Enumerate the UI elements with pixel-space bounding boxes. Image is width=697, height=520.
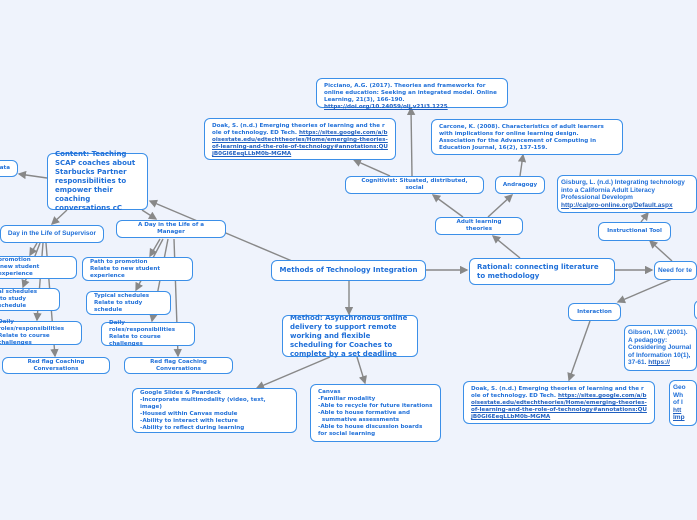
reference-text: Picciano, A.G. (2017). Theories and fram… xyxy=(324,83,497,103)
rational-node[interactable]: Rational: connecting literature to metho… xyxy=(469,258,615,285)
picciano-reference[interactable]: Picciano, A.G. (2017). Theories and fram… xyxy=(316,78,508,110)
google-line: -Ability to interact with lecture xyxy=(140,417,238,424)
reference-link[interactable]: https://doi.org/10.24059/olj.v21i3.1225 xyxy=(324,104,448,110)
central-topic-label: Methods of Technology Integration xyxy=(279,266,418,274)
google-line: -Housed within Canvas module xyxy=(140,410,238,417)
geo-line: Geo xyxy=(673,384,686,391)
canvas-line: -Familiar modality xyxy=(318,395,376,402)
interaction-label: Interaction xyxy=(577,308,612,315)
supervisor-node[interactable]: Day in the Life of Supervisor xyxy=(0,225,104,243)
method-node[interactable]: Method: Asynchronous online delivery to … xyxy=(282,313,418,358)
supervisor-child-roles[interactable]: Daily roles/responsibilities Relate to c… xyxy=(0,319,82,346)
cognitivist-label: Cognitivist: Situated, distributed, soci… xyxy=(361,178,468,191)
carcone-reference[interactable]: Carcone, K. (2008). Characteristics of a… xyxy=(431,119,623,155)
reference-text: Doak, S. (n.d.) Emerging theories of lea… xyxy=(471,386,644,399)
geo-line: Wh xyxy=(673,391,684,399)
interaction-node[interactable]: Interaction xyxy=(568,303,621,321)
child-label: Typical schedules Relate to study schedu… xyxy=(94,292,150,313)
manager-label: A Day in the Life of a Manager xyxy=(137,222,205,235)
adult-learning-node[interactable]: Adult learning theories xyxy=(435,217,523,235)
canvas-line: -Able to house formative and xyxy=(318,409,411,416)
reference-link[interactable]: https://sites.google.com/a/boisestate.ed… xyxy=(471,393,647,420)
content-label: Content: Teaching SCAP coaches about Sta… xyxy=(55,150,136,212)
gisburg-reference[interactable]: Gisburg, L. (n.d.) Integrating technolog… xyxy=(557,175,697,213)
rational-label: Rational: connecting literature to metho… xyxy=(477,262,599,280)
doak-reference-top[interactable]: Doak, S. (n.d.) Emerging theories of lea… xyxy=(204,118,396,160)
google-line: -Ability to reflect during learning xyxy=(140,424,245,431)
reference-text: Gibson, I.W. (2001). A pedagogy: Conside… xyxy=(628,329,692,366)
adult-label: Adult learning theories xyxy=(456,219,502,232)
central-topic[interactable]: Methods of Technology Integration xyxy=(271,260,426,281)
instructional-label: Instructional Tool xyxy=(607,228,662,234)
reference-link[interactable]: https:// xyxy=(648,359,670,366)
gibson-reference[interactable]: Gibson, I.W. (2001). A pedagogy: Conside… xyxy=(624,325,697,371)
google-line: Google Slides & Peardeck xyxy=(140,389,221,396)
reference-link[interactable]: https://sites.google.com/a/boisestate.ed… xyxy=(212,130,388,157)
canvas-node[interactable]: Canvas -Familiar modality -Able to recyc… xyxy=(310,384,441,442)
manager-child-schedules[interactable]: Typical schedules Relate to study schedu… xyxy=(86,291,171,315)
manager-child-promotion[interactable]: Path to promotion Relate to new student … xyxy=(82,257,193,281)
supervisor-label: Day in the Life of Supervisor xyxy=(7,230,97,238)
supervisor-child-promotion[interactable]: promotion new student experience xyxy=(0,256,77,279)
cognitivist-node[interactable]: Cognitivist: Situated, distributed, soci… xyxy=(345,176,484,194)
geo-line[interactable]: Imp xyxy=(673,414,685,421)
reference-link[interactable]: http://calpro-online.org/Default.aspx xyxy=(561,201,673,209)
child-label: Daily roles/responsibilities Relate to c… xyxy=(0,319,65,346)
canvas-line: summative assessments xyxy=(318,416,400,423)
need-node[interactable]: Need for te xyxy=(654,261,697,280)
reference-text: Carcone, K. (2008). Characteristics of a… xyxy=(439,124,604,151)
manager-child-roles[interactable]: Daily roles/responsibilities Relate to c… xyxy=(101,320,195,347)
child-label: al schedules to study schedule xyxy=(0,289,38,309)
method-label: Method: Asynchronous online delivery to … xyxy=(290,313,408,358)
geo-line[interactable]: htt xyxy=(673,406,682,414)
canvas-line: Canvas xyxy=(318,388,341,395)
geo-reference[interactable]: Geo Wh of I htt Imp xyxy=(669,380,697,426)
child-label: Daily roles/responsibilities Relate to c… xyxy=(109,320,176,347)
manager-node[interactable]: A Day in the Life of a Manager xyxy=(116,220,226,238)
left-stub-node[interactable]: ata xyxy=(0,160,18,177)
content-node[interactable]: Content: Teaching SCAP coaches about Sta… xyxy=(47,150,148,212)
left-stub-label: ata xyxy=(0,165,10,171)
child-label: Red flag Coaching Conversations xyxy=(27,358,85,372)
geo-line: of I xyxy=(673,399,683,406)
google-line: -Incorporate multimodality (video, text,… xyxy=(140,396,268,410)
need-label: Need for te xyxy=(658,266,692,274)
child-label: Red flag Coaching Conversations xyxy=(150,358,207,372)
child-label: promotion new student experience xyxy=(0,257,40,277)
reference-text: Doak, S. (n.d.) Emerging theories of lea… xyxy=(212,123,385,136)
google-slides-node[interactable]: Google Slides & Peardeck -Incorporate mu… xyxy=(132,388,297,433)
canvas-line: -Able to house discussion boards for soc… xyxy=(318,423,425,437)
manager-child-redflag[interactable]: Red flag Coaching Conversations xyxy=(124,357,233,374)
supervisor-child-redflag[interactable]: Red flag Coaching Conversations xyxy=(2,357,110,374)
supervisor-child-schedules[interactable]: al schedules to study schedule xyxy=(0,288,60,311)
canvas-line: -Able to recycle for future iterations xyxy=(318,402,433,409)
doak-reference-bottom[interactable]: Doak, S. (n.d.) Emerging theories of lea… xyxy=(463,381,655,424)
instructional-tool-node[interactable]: Instructional Tool xyxy=(598,222,671,241)
andragogy-node[interactable]: Andragogy xyxy=(495,176,545,194)
child-label: Path to promotion Relate to new student … xyxy=(90,258,161,279)
reference-text: Gisburg, L. (n.d.) Integrating technolog… xyxy=(561,179,685,201)
andragogy-label: Andragogy xyxy=(502,181,538,188)
